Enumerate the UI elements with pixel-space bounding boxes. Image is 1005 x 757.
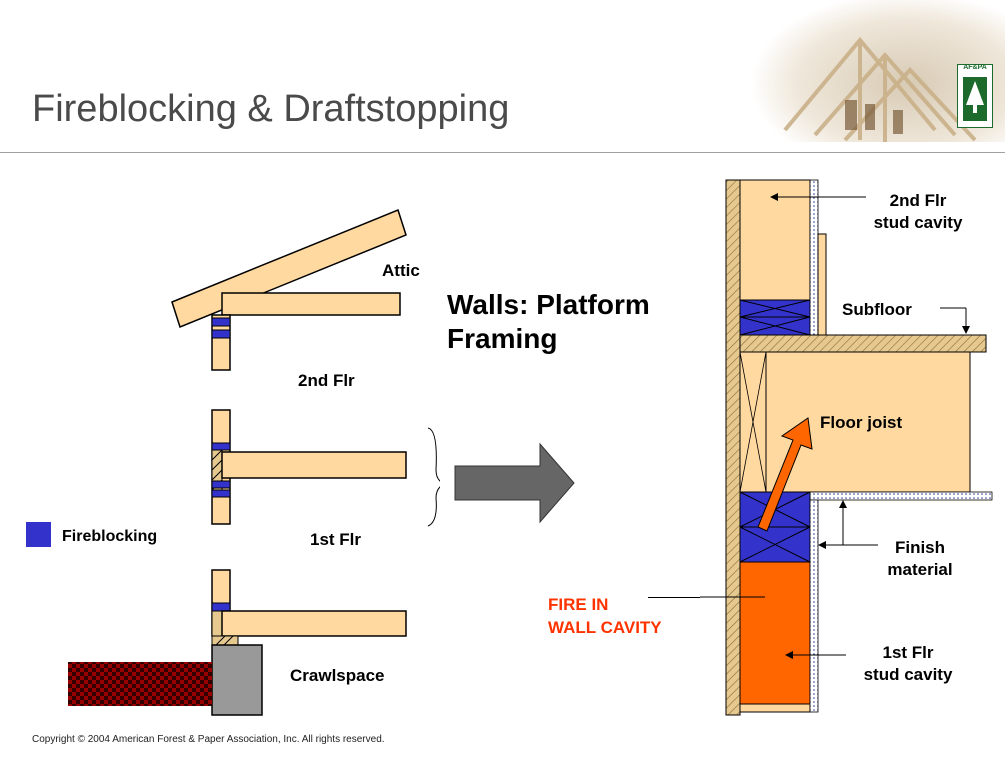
heading-line-1: Walls: Platform — [447, 289, 650, 320]
ceiling-joist — [221, 292, 401, 316]
label-1st-flr-cavity: 1st Flr stud cavity — [848, 642, 968, 686]
label-subfloor: Subfloor — [842, 300, 912, 319]
bottom-plate — [739, 703, 811, 713]
left-framing-diagram — [26, 208, 440, 716]
platform-framing-section — [700, 179, 993, 716]
stud-cavity-1st-fire — [739, 561, 811, 711]
fireblock-attic-1 — [211, 317, 231, 327]
exterior-sheathing — [725, 179, 741, 716]
copyright-notice: Copyright © 2004 American Forest & Paper… — [32, 734, 385, 745]
label-fire-line1: FIRE IN — [548, 595, 609, 614]
gray-arrow — [454, 442, 575, 524]
fireblock-2nd-1 — [211, 442, 231, 451]
label-finish-line1: Finish — [894, 538, 946, 557]
fireblock-2nd-3 — [211, 489, 231, 498]
floor-joist — [765, 351, 971, 493]
heading-line-2: Framing — [447, 323, 558, 354]
finish-2nd — [809, 179, 819, 336]
finish-1st — [809, 499, 819, 713]
label-finish-material: Finish material — [880, 537, 960, 581]
subfloor — [739, 334, 987, 353]
ceiling-finish — [809, 491, 993, 501]
stud-cavity-2nd — [739, 179, 811, 301]
slide-title: Fireblocking & Draftstopping — [32, 88, 510, 130]
label-fire-in-wall-cavity: FIRE IN WALL CAVITY — [548, 593, 662, 639]
brace — [427, 427, 440, 527]
afpa-logo: AF&PA — [957, 64, 993, 128]
fireblock-2nd-2 — [211, 480, 231, 489]
logo-text: AF&PA — [963, 64, 987, 71]
fire-spread-arrow — [757, 417, 813, 532]
label-finish-line2: material — [887, 560, 953, 579]
label-1st-flr: 1st Flr — [310, 530, 362, 549]
foundation-wall — [211, 644, 263, 716]
fireblock-1st — [211, 602, 231, 612]
label-2nd-flr-cavity-line2: stud cavity — [873, 213, 963, 232]
soil — [68, 662, 212, 706]
fire-leader-line — [648, 597, 700, 598]
baseboard — [817, 233, 827, 336]
label-fire-line2: WALL CAVITY — [548, 618, 662, 637]
label-crawlspace: Crawlspace — [290, 666, 385, 685]
tree-icon — [963, 77, 987, 121]
label-attic: Attic — [382, 261, 420, 280]
floor-joist-1st — [221, 610, 407, 637]
label-1st-flr-cavity-line2: stud cavity — [863, 665, 953, 684]
floor-joist-2nd — [221, 451, 407, 479]
label-1st-flr-cavity-line1: 1st Flr — [882, 643, 934, 662]
label-floor-joist: Floor joist — [820, 413, 903, 432]
attic-top-plate — [211, 314, 231, 371]
legend-swatch — [26, 522, 51, 547]
label-2nd-flr: 2nd Flr — [298, 371, 355, 390]
label-2nd-flr-cavity: 2nd Flr stud cavity — [868, 190, 968, 234]
fireblock-attic-2 — [211, 329, 231, 339]
diagram-heading: Walls: Platform Framing — [447, 288, 650, 356]
label-2nd-flr-cavity-line1: 2nd Flr — [889, 191, 947, 210]
legend-label: Fireblocking — [62, 528, 158, 545]
header-rule — [0, 152, 1005, 153]
